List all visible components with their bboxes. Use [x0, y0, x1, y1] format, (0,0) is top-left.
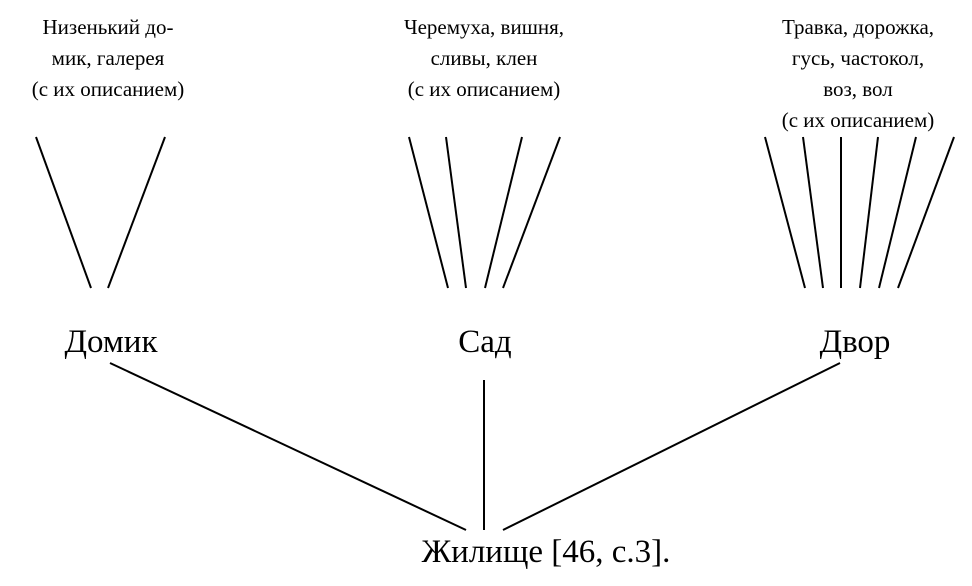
fan-line: [445, 136, 467, 289]
root-connector: [502, 362, 841, 531]
fan-line: [878, 136, 917, 289]
fan-line: [484, 136, 523, 289]
detail-line: (с их описанием): [781, 108, 935, 132]
detail-line: сливы, клен: [430, 46, 538, 70]
fan-line: [802, 136, 824, 289]
node-sad: Сад: [458, 324, 512, 360]
detail-line: Низенький до-: [42, 15, 174, 39]
fan-line: [502, 136, 561, 289]
node-domik: Домик: [64, 324, 158, 360]
fan-line: [408, 136, 449, 289]
fan-line: [764, 136, 806, 289]
detail-line: гусь, частокол,: [791, 46, 925, 70]
detail-domik: Низенький до- мик, галерея (с их описани…: [0, 12, 216, 105]
detail-line: мик, галерея: [51, 46, 165, 70]
detail-line: Травка, дорожка,: [781, 15, 935, 39]
fan-line: [859, 136, 879, 289]
detail-line: Черемуха, вишня,: [403, 15, 565, 39]
root-connector: [109, 362, 467, 531]
node-dvor: Двор: [819, 324, 891, 360]
detail-line: (с их описанием): [407, 77, 561, 101]
root-node: Жилище [46, с.3].: [421, 534, 671, 570]
detail-line: (с их описанием): [31, 77, 185, 101]
detail-dvor: Травка, дорожка, гусь, частокол, воз, во…: [752, 12, 964, 136]
fan-line: [107, 136, 166, 289]
detail-sad: Черемуха, вишня, сливы, клен (с их описа…: [374, 12, 594, 105]
fan-line: [35, 136, 92, 289]
detail-line: воз, вол: [823, 77, 893, 101]
fan-line: [897, 136, 955, 289]
